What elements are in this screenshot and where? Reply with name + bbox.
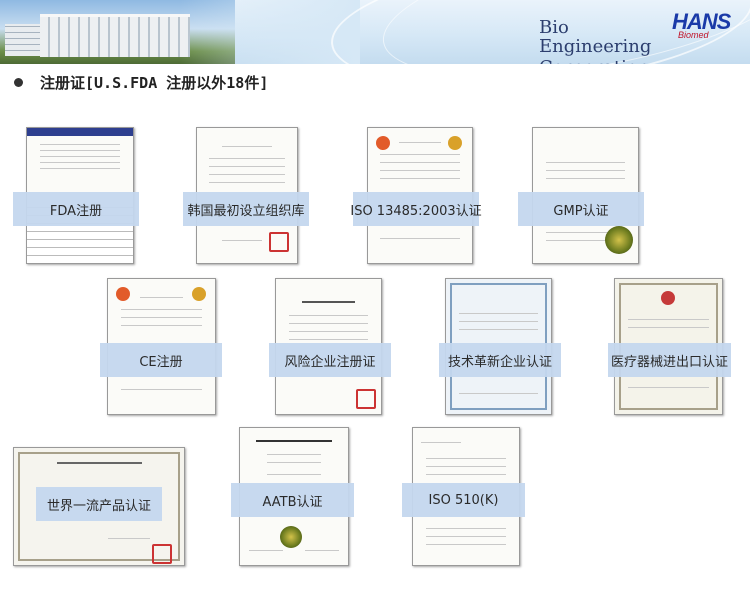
doc-line: [288, 315, 369, 316]
doc-line: [458, 329, 539, 330]
snch-logo: [376, 136, 390, 150]
doc-line: [545, 178, 626, 179]
doc-line: [222, 240, 262, 241]
doc-title-line: [302, 301, 355, 303]
doc-line: [380, 170, 460, 171]
doc-line: [627, 387, 710, 388]
doc-line: [120, 325, 203, 326]
certificate-label-iso13485[interactable]: ISO 13485:2003认证: [350, 192, 482, 226]
ce-logo: [192, 287, 206, 301]
certificate-label-ce[interactable]: CE注册: [100, 343, 222, 377]
doc-line: [545, 240, 626, 241]
building-main: [40, 14, 190, 57]
doc-line: [380, 238, 460, 239]
logo-sub: Biomed: [678, 30, 709, 40]
doc-line: [380, 162, 460, 163]
doc-line: [627, 327, 710, 328]
doc-line: [107, 538, 150, 539]
doc-line: [425, 536, 507, 537]
doc-line: [209, 158, 285, 159]
doc-line: [267, 454, 321, 455]
doc-line: [545, 232, 626, 233]
doc-line: [421, 442, 461, 443]
certificate-label-aatb[interactable]: AATB认证: [231, 483, 354, 517]
green-seal: [280, 526, 302, 548]
doc-line: [209, 174, 285, 175]
logo-text: HANS: [672, 9, 731, 34]
bullet-icon: [14, 78, 23, 87]
certificate-label-innobiz[interactable]: 技术革新企业认证: [439, 343, 561, 377]
certificate-label-gmp[interactable]: GMP认证: [518, 192, 644, 226]
doc-line: [425, 466, 507, 467]
banner-fade: [180, 0, 360, 64]
certificate-label-import-export[interactable]: 医疗器械进出口认证: [608, 343, 731, 377]
doc-line: [458, 313, 539, 314]
doc-line: [267, 474, 321, 475]
red-stamp: [356, 389, 376, 409]
signature-line: [304, 550, 340, 551]
doc-line: [39, 162, 121, 163]
doc-line: [209, 166, 285, 167]
doc-line: [458, 393, 539, 394]
doc-line: [458, 321, 539, 322]
gold-seal: [605, 226, 633, 254]
ornamental-frame: [18, 452, 180, 561]
signature-line: [248, 550, 284, 551]
doc-line: [39, 168, 121, 169]
certificate-label-tissue-bank[interactable]: 韩国最初设立组织库: [183, 192, 309, 226]
building-side: [5, 24, 45, 56]
doc-line: [425, 474, 507, 475]
doc-title-line: [256, 440, 332, 442]
doc-line: [209, 182, 285, 183]
doc-line: [627, 319, 710, 320]
red-stamp: [269, 232, 289, 252]
doc-line: [288, 339, 369, 340]
doc-line: [39, 156, 121, 157]
doc-line: [222, 146, 272, 147]
doc-line: [288, 331, 369, 332]
doc-line: [399, 142, 441, 143]
doc-line: [39, 150, 121, 151]
doc-line: [545, 162, 626, 163]
brand-line-1: Bio: [539, 17, 569, 38]
ce-logo: [448, 136, 462, 150]
doc-line: [267, 462, 321, 463]
certificate-label-fda[interactable]: FDA注册: [13, 192, 139, 226]
doc-line: [380, 178, 460, 179]
doc-line: [120, 389, 203, 390]
doc-line: [425, 544, 507, 545]
certificate-label-venture[interactable]: 风险企业注册证: [269, 343, 391, 377]
doc-line: [425, 458, 507, 459]
doc-line: [120, 317, 203, 318]
emblem-icon: [661, 291, 675, 305]
doc-line: [545, 170, 626, 171]
doc-line: [39, 144, 121, 145]
certificate-label-510k[interactable]: ISO 510(K): [402, 483, 525, 517]
hans-logo[interactable]: HANS Biomed: [672, 9, 744, 40]
doc-header-bar: [27, 128, 133, 136]
doc-line: [140, 297, 183, 298]
doc-line: [380, 154, 460, 155]
brand-line-2: Engineering Corporation.: [539, 36, 655, 64]
snch-logo: [116, 287, 130, 301]
doc-line: [425, 528, 507, 529]
certificate-label-world-class[interactable]: 世界一流产品认证: [36, 487, 162, 521]
doc-line: [120, 309, 203, 310]
header-banner: Bio Engineering Corporation. HANS Biomed: [0, 0, 750, 64]
red-stamp: [152, 544, 172, 564]
doc-line: [288, 323, 369, 324]
page-title: 注册证[U.S.FDA 注册以外18件]: [40, 74, 269, 92]
doc-title-line: [56, 462, 142, 464]
